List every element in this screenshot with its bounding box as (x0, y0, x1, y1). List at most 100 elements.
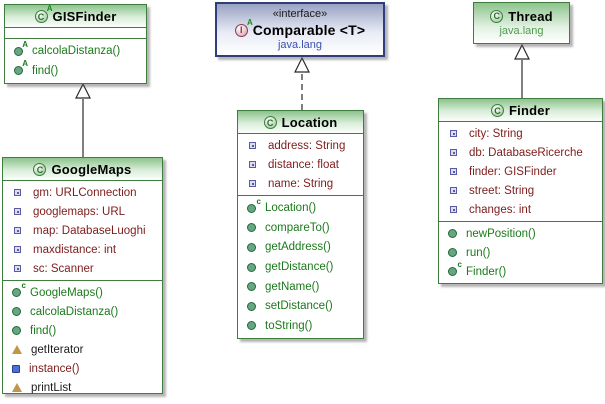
method-label: calcolaDistanza() (32, 45, 121, 58)
package-label: java.lang (277, 39, 323, 51)
package-label: java.lang (499, 24, 544, 37)
realization-arrow-location-comparable[interactable] (294, 56, 310, 110)
method-icon (448, 229, 457, 238)
static-method-icon (12, 364, 20, 373)
constructor-icon: c (247, 197, 261, 213)
method-icon (247, 301, 256, 311)
method-row[interactable]: getIterator (3, 340, 162, 359)
method-label: Finder() (466, 265, 507, 278)
constructor-icon: c (12, 282, 26, 297)
method-row[interactable]: c GoogleMaps() (3, 282, 162, 302)
method-row[interactable]: find() (3, 321, 162, 340)
field-row[interactable]: street: String (439, 181, 602, 200)
class-header[interactable]: GoogleMaps (3, 158, 162, 180)
method-row[interactable]: instance() (3, 359, 162, 378)
method-row[interactable]: getAddress() (238, 238, 363, 257)
method-label: compareTo() (265, 221, 330, 234)
field-icon (249, 142, 256, 149)
field-row[interactable]: name: String (238, 174, 363, 193)
inheritance-arrow-googlemaps-gisfinder[interactable] (75, 82, 91, 157)
abstract-class-icon: A (34, 5, 53, 23)
field-icon (450, 206, 457, 213)
field-row[interactable]: distance: float (238, 155, 363, 174)
field-label: changes: int (469, 203, 532, 216)
interface-node-comparable[interactable]: «interface» A Comparable <T> java.lang (215, 2, 385, 57)
method-label: getIterator (31, 343, 84, 356)
method-row[interactable]: getName() (238, 277, 363, 296)
field-icon (450, 149, 457, 156)
class-header[interactable]: Finder (439, 99, 602, 121)
method-row[interactable]: getDistance() (238, 258, 363, 277)
method-label: getDistance() (265, 261, 334, 273)
field-row[interactable]: db: DatabaseRicerche (439, 143, 602, 162)
field-label: map: DatabaseLuoghi (33, 224, 146, 237)
fields-compartment (5, 27, 146, 38)
method-row[interactable]: newPosition() (439, 224, 602, 243)
methods-compartment: c GoogleMaps() calcolaDistanza() find() getI… (3, 280, 162, 399)
field-label: street: String (469, 184, 535, 197)
field-row[interactable]: gm: URLConnection (3, 183, 162, 202)
method-icon (12, 326, 21, 335)
method-row[interactable]: toString() (238, 316, 363, 335)
field-icon (14, 265, 21, 272)
method-row[interactable]: printList (3, 378, 162, 397)
field-row[interactable]: finder: GISFinder (439, 162, 602, 181)
method-row[interactable]: calcolaDistanza() (3, 302, 162, 321)
field-label: sc: Scanner (33, 262, 94, 275)
node-triangle-icon (12, 383, 22, 392)
node-triangle-icon (12, 345, 22, 354)
field-row[interactable]: city: String (439, 124, 602, 143)
field-label: finder: GISFinder (469, 165, 557, 178)
field-row[interactable]: sc: Scanner (3, 259, 162, 278)
field-label: distance: float (268, 158, 339, 171)
field-icon (14, 227, 21, 234)
interface-title: Comparable <T> (252, 22, 366, 38)
field-row[interactable]: googlemaps: URL (3, 202, 162, 221)
field-row[interactable]: address: String (238, 136, 363, 155)
stereotype-label: «interface» (272, 8, 328, 20)
constructor-icon: c (448, 261, 462, 276)
field-row[interactable]: map: DatabaseLuoghi (3, 221, 162, 240)
field-icon (450, 130, 457, 137)
class-header[interactable]: Thread (474, 7, 569, 24)
method-label: GoogleMaps() (30, 286, 103, 299)
method-row[interactable]: c Finder() (439, 261, 602, 281)
class-header[interactable]: Location (238, 111, 363, 133)
method-row[interactable]: run() (439, 243, 602, 262)
field-label: maxdistance: int (33, 243, 117, 256)
method-row[interactable]: setDistance() (238, 297, 363, 316)
field-icon (14, 189, 21, 196)
method-icon (247, 282, 256, 292)
fields-compartment: address: String distance: float name: Stri… (238, 133, 363, 195)
class-title: Location (281, 115, 338, 130)
field-row[interactable]: changes: int (439, 200, 602, 219)
field-label: name: String (268, 177, 334, 190)
class-icon (491, 104, 505, 117)
class-icon (33, 163, 47, 176)
interface-header[interactable]: A Comparable <T> (217, 18, 383, 38)
class-node-googlemaps[interactable]: GoogleMaps gm: URLConnection googlemaps: … (2, 157, 163, 394)
class-node-thread[interactable]: Thread java.lang (473, 2, 570, 44)
method-icon (12, 307, 21, 316)
field-row[interactable]: maxdistance: int (3, 240, 162, 259)
field-label: gm: URLConnection (33, 186, 137, 199)
class-header[interactable]: A GISFinder (5, 5, 146, 27)
field-icon (14, 246, 21, 253)
method-icon (247, 262, 256, 272)
abstract-method-icon: A (14, 60, 28, 76)
inheritance-arrow-finder-thread[interactable] (514, 43, 530, 98)
method-label: find() (32, 64, 59, 77)
method-row[interactable]: compareTo() (238, 218, 363, 237)
field-icon (14, 208, 21, 215)
class-node-location[interactable]: Location address: String distance: float n… (237, 110, 364, 339)
method-label: calcolaDistanza() (30, 305, 119, 318)
